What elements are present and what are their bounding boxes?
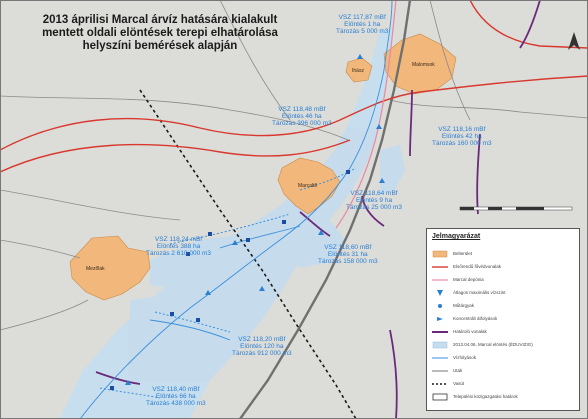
flood-annotation: VSZ 118,20 mBf Elöntés 120 ha Tározás 91…	[232, 336, 292, 358]
legend-item: Műtárgyak	[432, 301, 578, 310]
flood-annotation: VSZ 118,16 mBf Elöntés 42 ha Tározás 160…	[432, 126, 492, 148]
legend-label: Marcal depónia	[453, 277, 484, 282]
flood-annotation: VSZ 118,64 mBf Elöntés 9 ha Tározás 25 0…	[346, 190, 402, 212]
flood-annotation: VSZ 118,40 mBf Elöntés 66 ha Tározás 438…	[146, 386, 206, 408]
flood-swatch-icon	[432, 341, 448, 349]
railway-line-icon	[432, 380, 448, 388]
annotation-line: VSZ 118,48 mBf	[278, 106, 326, 113]
legend-item: Marcal depónia	[432, 275, 578, 284]
railway	[139, 89, 357, 419]
settlement-areas	[69, 33, 457, 301]
legend-label: 2013.04.06. Marcal elöntés (ÉDUVIZIG)	[453, 342, 533, 347]
map-title-line: 2013 áprilisi Marcal árvíz hatására kial…	[42, 14, 278, 26]
settlement-marcalto	[277, 157, 341, 215]
annotation-line: Tározás 160 000 m3	[432, 140, 492, 148]
settlement-label: Ihász	[352, 68, 364, 74]
triangle-icon	[432, 289, 448, 297]
annotation-line: Tározás 158 000 m3	[318, 258, 378, 266]
annotation-line: VSZ 118,40 mBf	[152, 386, 200, 393]
flood-annotation: VSZ 117,87 mBf Elöntés 1 ha Tározás 5 00…	[336, 14, 388, 36]
settlement-label: Mezőlak	[86, 266, 105, 272]
annotation-line: Elöntés 66 ha	[155, 393, 196, 401]
annotation-line: VSZ 118,60 mBf	[324, 244, 372, 251]
flood-annotation: VSZ 118,24 mBf Elöntés 388 ha Tározás 2 …	[146, 236, 211, 258]
legend-label: Utak	[453, 368, 463, 373]
settlement-label: Marcaltő	[298, 183, 318, 189]
legend-label: Belterület	[453, 251, 473, 256]
legend-label: Vasút	[453, 381, 465, 386]
main-road	[239, 0, 412, 419]
map-title: 2013 áprilisi Marcal árvíz hatására kial…	[30, 14, 290, 53]
annotation-line: VSZ 118,20 mBf	[238, 336, 286, 343]
legend-item: 2013.04.06. Marcal elöntés (ÉDUVIZIG)	[432, 340, 578, 349]
marcal-depo-line	[335, 0, 397, 229]
arrow-icon	[432, 315, 448, 323]
annotation-line: Elöntés 42 ha	[441, 133, 482, 141]
legend-title: Jelmagyarázat	[432, 233, 481, 240]
annotation-line: Elöntés 9 ha	[355, 197, 393, 205]
concentrated-flows	[99, 167, 357, 399]
legend-item: Belterület	[432, 249, 578, 258]
water-courses	[79, 0, 393, 419]
legend-item: Átlagos maximális vízszint	[432, 288, 578, 297]
dike-lines	[0, 0, 588, 173]
dike-line-icon	[432, 263, 448, 271]
legend-item: Vasút	[432, 379, 578, 388]
legend-label: Határoló vonalak	[453, 329, 487, 334]
map-title-line: helyszíni bemérések alapján	[82, 40, 238, 52]
legend-item: Utak	[432, 366, 578, 375]
annotation-line: Elöntés 31 ha	[327, 251, 368, 259]
legend-label: Települési közigazgatási határok	[453, 394, 518, 399]
annotation-line: Elöntés 120 ha	[240, 343, 284, 351]
north-arrow-icon	[568, 32, 580, 50]
road-line-icon	[432, 367, 448, 375]
annotation-line: VSZ 118,64 mBf	[350, 190, 398, 197]
flood-annotation: VSZ 118,60 mBf Elöntés 31 ha Tározás 158…	[318, 244, 378, 266]
boundary-line-icon	[432, 328, 448, 336]
water-level-markers	[125, 54, 385, 385]
roads	[0, 0, 588, 331]
annotation-line: VSZ 118,16 mBf	[438, 126, 486, 133]
scale-bar	[459, 206, 573, 211]
annotation-line: Elöntés 388 ha	[156, 243, 201, 251]
settlement-swatch-icon	[432, 250, 448, 258]
legend-item: Határoló vonalak	[432, 327, 578, 336]
annotation-line: VSZ 117,87 mBf	[338, 14, 386, 21]
map-title-line: mentett oldali elöntések terepi elhatáro…	[42, 27, 278, 39]
admin-boundary-icon	[432, 393, 448, 401]
legend-item: Elsőrendű fővédvonalak	[432, 262, 578, 271]
legend-label: Átlagos maximális vízszint	[453, 290, 506, 295]
flood-extent	[60, 28, 405, 419]
annotation-line: Tározás 2 610 000 m3	[146, 250, 212, 258]
annotation-line: Tározás 5 000 m3	[336, 28, 389, 36]
legend-item: Vízfolyások	[432, 353, 578, 362]
legend-item: Koncentrált átfolyások	[432, 314, 578, 323]
watercourse-line-icon	[432, 354, 448, 362]
legend-label: Elsőrendű fővédvonalak	[453, 264, 502, 269]
dot-icon	[432, 302, 448, 310]
settlement-label: Malomsok	[412, 62, 435, 68]
annotation-line: Elöntés 1 ha	[344, 21, 381, 29]
legend-label: Vízfolyások	[453, 355, 477, 360]
annotation-line: VSZ 118,24 mBf	[154, 236, 203, 243]
annotation-line: Tározás 912 000 m3	[232, 350, 292, 358]
flood-annotation: VSZ 118,48 mBf Elöntés 46 ha Tározás 396…	[272, 106, 332, 128]
annotation-line: Tározás 396 000 m3	[272, 120, 332, 128]
legend-item: Települési közigazgatási határok	[432, 392, 578, 401]
settlement-mezolak	[69, 235, 151, 301]
annotation-line: Tározás 25 000 m3	[346, 204, 403, 212]
legend-label: Koncentrált átfolyások	[453, 316, 498, 321]
annotation-line: Elöntés 46 ha	[281, 113, 322, 121]
legend-label: Műtárgyak	[453, 303, 475, 308]
depo-line-icon	[432, 276, 448, 284]
annotation-line: Tározás 438 000 m3	[146, 400, 206, 408]
structure-markers	[110, 170, 350, 390]
legend-panel: Jelmagyarázat Belterület Elsőrendű fővéd…	[426, 228, 580, 411]
